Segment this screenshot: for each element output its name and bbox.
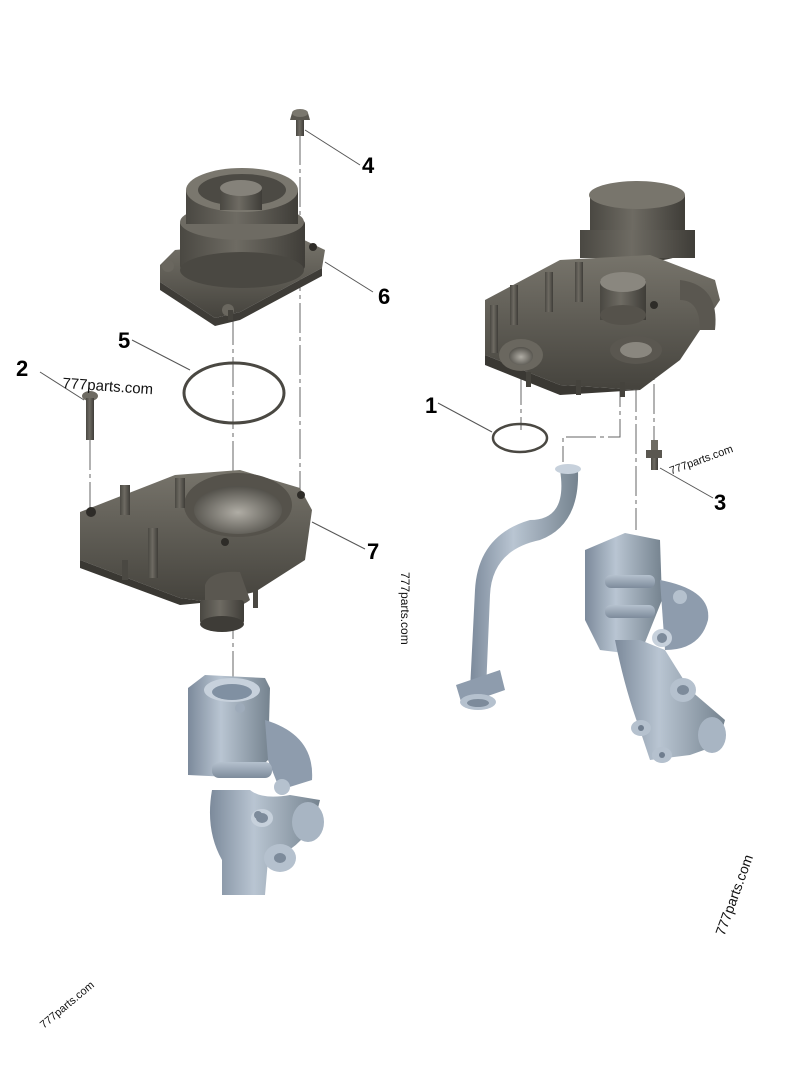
callout-4: 4	[362, 153, 375, 178]
callout-5: 5	[118, 328, 131, 353]
thermostat-housing-right	[585, 533, 726, 763]
thermostat-housing-left	[188, 675, 324, 895]
coolant-pipe	[456, 464, 581, 710]
stud-bolt-part-3	[646, 440, 662, 470]
callout-3: 3	[714, 490, 727, 515]
bolt-part-4	[290, 109, 310, 136]
callout-7: 7	[367, 539, 380, 564]
water-pump-part-6	[160, 168, 325, 326]
bolt-part-2	[82, 391, 98, 440]
assembly-lines	[89, 135, 655, 690]
watermark-center: 777parts.com	[398, 572, 412, 645]
water-pump-assembly-right	[485, 181, 720, 397]
callout-1: 1	[425, 393, 438, 418]
pump-housing-part-7	[80, 470, 312, 632]
o-ring-part-5	[182, 361, 286, 425]
leader-lines	[39, 129, 714, 550]
callout-6: 6	[378, 284, 391, 309]
o-ring-part-1	[491, 422, 549, 454]
callout-2: 2	[16, 356, 29, 381]
